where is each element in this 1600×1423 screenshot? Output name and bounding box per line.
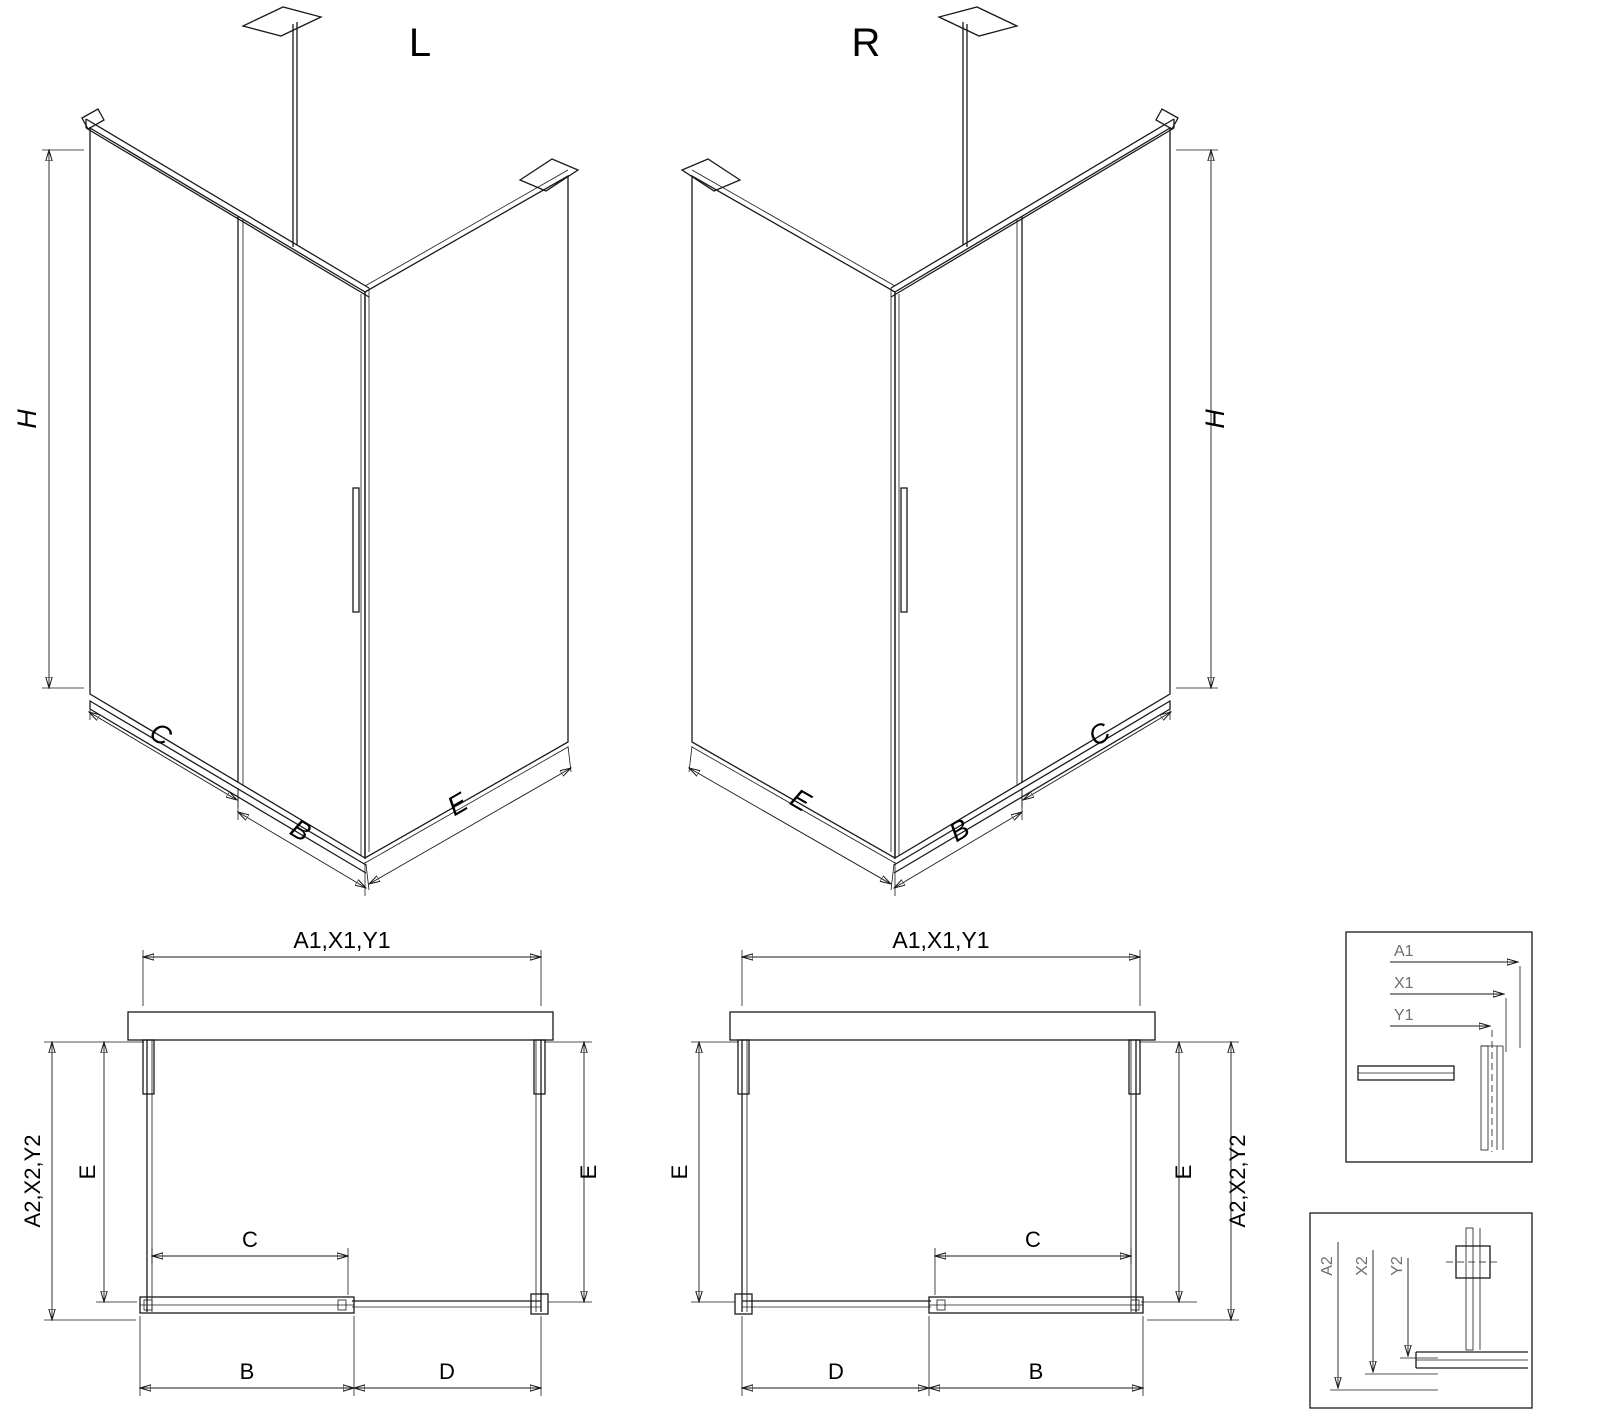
dim-c-plan: C	[935, 1227, 1131, 1295]
dim-label-e: E	[576, 1165, 601, 1180]
door-handle	[352, 487, 360, 613]
door-handle	[900, 487, 908, 613]
bottom-rail	[89, 700, 367, 866]
wall-profile-left	[737, 1039, 750, 1095]
dim-h-left: H	[12, 150, 84, 688]
dim-label-a2: A2	[1319, 1256, 1336, 1276]
dim-c-plan: C	[152, 1227, 348, 1295]
variant-label-left: L	[409, 21, 431, 65]
wall-profile-right	[1128, 1039, 1141, 1095]
wall-clamp	[81, 108, 105, 130]
door-roller	[143, 1299, 153, 1311]
glass-section	[1480, 1045, 1489, 1151]
corner-connector	[530, 1293, 549, 1315]
dim-label-a1x1y1: A1,X1,Y1	[293, 927, 390, 953]
wall-bracket	[680, 158, 742, 192]
dim-y1-detail: Y1	[1390, 1007, 1490, 1026]
dim-x2-detail: X2	[1354, 1250, 1438, 1375]
dim-label-a2x2y2: A2,X2,Y2	[20, 1135, 45, 1228]
dim-label-d: D	[828, 1359, 844, 1384]
return-top-profile	[364, 169, 569, 287]
dim-label-c: C	[242, 1227, 258, 1252]
dim-e-left-plan: E	[44, 1042, 144, 1302]
return-glass-panel	[691, 174, 896, 860]
detail-frame	[1345, 931, 1533, 1163]
dim-label-c: C	[1083, 716, 1116, 752]
dim-a2-right-plan: A2,X2,Y2	[1147, 1042, 1250, 1320]
dim-label-y1: Y1	[1394, 1007, 1414, 1024]
dim-label-a1x1y1: A1,X1,Y1	[892, 927, 989, 953]
dim-label-x1: X1	[1394, 975, 1414, 992]
iso-view-left: L H	[12, 6, 580, 896]
return-top-profile	[691, 169, 896, 287]
dim-a2-left-plan: A2,X2,Y2	[20, 1042, 136, 1320]
wall-section	[127, 1011, 554, 1041]
detail-top-profile: A1 X1 Y1	[1345, 931, 1533, 1163]
ceiling-bracket	[241, 6, 323, 37]
dim-e-left-plan: E	[667, 1042, 739, 1302]
glass-section	[1465, 1227, 1474, 1351]
dim-label-h: H	[1200, 409, 1230, 429]
dim-c-right-view: C	[1022, 700, 1171, 808]
dim-label-e: E	[75, 1165, 100, 1180]
dim-e-right-plan: E	[1139, 1042, 1239, 1302]
dim-a1-right-plan: A1,X1,Y1	[742, 927, 1140, 1006]
dim-e-right-plan: E	[544, 1042, 601, 1302]
dim-b-left: B	[238, 788, 366, 896]
dim-c-left: C	[89, 700, 238, 808]
corner-connector	[734, 1293, 753, 1315]
door-roller	[337, 1299, 347, 1311]
dim-label-x2: X2	[1354, 1256, 1371, 1276]
dim-label-c: C	[1025, 1227, 1041, 1252]
top-rail	[85, 118, 370, 289]
dim-d-b-plan: D B	[742, 1316, 1143, 1396]
dim-label-y2: Y2	[1389, 1256, 1406, 1276]
top-rail	[890, 118, 1175, 289]
dim-b-right-view: B	[894, 788, 1022, 896]
variant-label-right: R	[852, 21, 881, 65]
right-wall-glass-panel	[894, 126, 1171, 860]
dim-label-a1: A1	[1394, 943, 1414, 960]
dim-x1-detail: X1	[1390, 975, 1504, 994]
wall-bracket	[518, 158, 580, 192]
left-wall-glass-panel	[89, 126, 366, 860]
ceiling-bracket	[937, 6, 1019, 37]
wall-profile-left	[142, 1039, 155, 1095]
dim-a1-left-plan: A1,X1,Y1	[143, 927, 541, 1006]
dim-h-right: H	[1176, 150, 1230, 688]
plan-view-right: A1,X1,Y1 E E A2,X2,Y2	[667, 927, 1250, 1396]
dim-label-e: E	[785, 783, 816, 818]
dim-b-d-plan: B D	[140, 1316, 541, 1396]
detail-frame	[1309, 1212, 1533, 1409]
dim-label-b: B	[240, 1359, 255, 1384]
dim-a2-detail: A2	[1319, 1242, 1438, 1391]
wall-section	[729, 1011, 1156, 1041]
wall-clamp	[1155, 108, 1179, 130]
dim-a1-detail: A1	[1390, 943, 1518, 962]
detail-bottom-profile: A2 X2 Y2	[1309, 1212, 1533, 1409]
bottom-rail	[893, 700, 1171, 866]
dim-label-h: H	[12, 409, 42, 429]
iso-view-right: R H E	[680, 6, 1230, 896]
door-roller	[936, 1299, 946, 1311]
dim-label-e: E	[667, 1165, 692, 1180]
plan-view-left: A1,X1,Y1 E A2,X2,Y2	[20, 927, 601, 1396]
dim-label-e: E	[1171, 1165, 1196, 1180]
dim-label-a2x2y2: A2,X2,Y2	[1225, 1135, 1250, 1228]
wall-profile-right	[533, 1039, 546, 1095]
dim-label-d: D	[439, 1359, 455, 1384]
dim-e-right-view: E	[689, 745, 895, 891]
door-roller	[1130, 1299, 1140, 1311]
dim-y2-detail: Y2	[1389, 1256, 1438, 1359]
dim-label-b: B	[1029, 1359, 1044, 1384]
dim-e-left: E	[365, 745, 571, 891]
dim-label-c: C	[145, 716, 178, 752]
return-glass-panel	[364, 174, 569, 860]
